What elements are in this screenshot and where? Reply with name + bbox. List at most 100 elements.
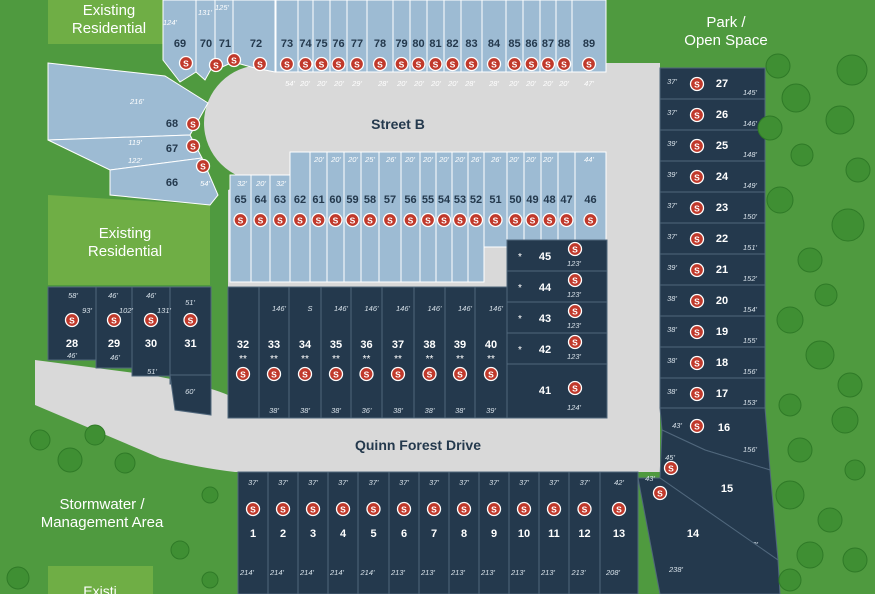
lot-dimension: 37': [308, 478, 318, 487]
s-badge-icon: [567, 380, 583, 396]
lot-dimension: 20': [299, 79, 310, 88]
s-badge-icon: [298, 56, 313, 72]
s-badge-letter: S: [340, 505, 346, 515]
s-badge-letter: S: [190, 120, 196, 130]
lot-dimension: 20': [422, 155, 433, 164]
s-badge-icon: [663, 460, 679, 476]
lot-dimension: 46': [110, 353, 120, 362]
s-badge-letter: S: [277, 216, 283, 226]
lot-dimension: 37': [667, 232, 677, 241]
s-badge-icon: [689, 76, 705, 92]
s-badge-icon: [559, 212, 574, 228]
lot-2: [267, 471, 299, 594]
tree-icon: [837, 372, 863, 398]
s-badge-letter: S: [190, 142, 196, 152]
lot-number: 8: [461, 528, 467, 540]
lot-number: 61: [312, 194, 324, 206]
s-badge-icon: [349, 56, 365, 72]
s-badge-icon: [689, 231, 705, 247]
lot-number: 77: [351, 38, 363, 50]
s-badge-icon: [252, 56, 268, 72]
lot-dimension: 26': [470, 155, 481, 164]
s-badge-icon: [195, 158, 211, 174]
lot-dimension: 45': [665, 453, 675, 462]
s-badge-icon: [689, 355, 705, 371]
s-badge-icon: [583, 212, 598, 228]
lot-31: [169, 286, 212, 385]
existing-residential-parcel-top: [48, 0, 163, 44]
s-badge-icon: [689, 107, 705, 123]
lot-27: [659, 67, 766, 100]
s-badge-icon: [556, 56, 572, 72]
lot-dimension: 20': [525, 155, 536, 164]
s-badge-letter: S: [302, 370, 308, 380]
lot-30: [131, 286, 171, 377]
lot-marker: **: [363, 354, 371, 365]
lot-dimension: 25': [364, 155, 375, 164]
s-badge-icon: [567, 241, 583, 257]
lot-number: 69: [174, 38, 186, 50]
lots-layer: 69707172SSSS124'131'125'116'73S74S75S76S…: [47, 0, 781, 594]
lot-37: [381, 286, 415, 419]
lot-23: [659, 191, 766, 224]
s-badge-icon: [436, 212, 452, 228]
lot-dimension: 155': [743, 336, 758, 345]
lot-number: 33: [268, 339, 280, 351]
s-badge-letter: S: [367, 216, 373, 226]
lot-number: 15: [721, 483, 733, 495]
s-badge-letter: S: [250, 505, 256, 515]
s-badge-letter: S: [694, 111, 700, 121]
s-badge-letter: S: [433, 60, 439, 70]
lot-number: 84: [488, 38, 501, 50]
lot-number: 50: [509, 194, 521, 206]
lot-dimension: 51': [185, 298, 195, 307]
s-badge-icon: [183, 312, 198, 328]
lot-dimension: 123': [567, 352, 582, 361]
s-badge-icon: [452, 212, 468, 228]
lot-number: 22: [716, 233, 728, 245]
s-badge-icon: [652, 485, 668, 501]
lot-dimension: 28': [464, 79, 475, 88]
lot-dimension: 153': [743, 398, 758, 407]
lot-marker: **: [239, 354, 247, 365]
lot-marker: **: [426, 354, 434, 365]
lot-dimension: 151': [743, 243, 758, 252]
lot-number: 2: [280, 528, 286, 540]
s-badge-letter: S: [148, 316, 154, 326]
s-badge-icon: [178, 55, 194, 71]
s-badge-icon: [208, 57, 224, 73]
s-badge-icon: [331, 56, 346, 72]
lot-dimension: 38': [667, 387, 677, 396]
s-badge-icon: [403, 212, 418, 228]
s-badge-letter: S: [657, 489, 663, 499]
lot-number: 16: [718, 422, 730, 434]
lot-15: [659, 429, 779, 562]
lot-dimension: 214': [360, 568, 376, 577]
lot-dimension: 149': [743, 181, 758, 190]
s-badge-icon: [275, 501, 291, 517]
lot-22: [659, 222, 766, 255]
lot-marker: *: [518, 314, 522, 325]
s-badge-letter: S: [284, 60, 290, 70]
lot-dimension: 213': [420, 568, 436, 577]
s-badge-icon: [359, 366, 374, 382]
lot-dimension: 122': [128, 156, 143, 165]
s-badge-letter: S: [183, 59, 189, 69]
s-badge-letter: S: [551, 505, 557, 515]
s-badge-icon: [689, 324, 705, 340]
tree-icon: [842, 547, 868, 573]
lot-dimension: 38': [300, 406, 310, 415]
s-badge-letter: S: [572, 307, 578, 317]
existing-residential-parcel-mid: [48, 195, 210, 285]
tree-icon: [114, 452, 136, 474]
s-badge-icon: [488, 212, 503, 228]
lot-dimension: 28': [488, 79, 499, 88]
s-badge-letter: S: [336, 60, 342, 70]
lot-dimension: 46': [108, 291, 118, 300]
s-badge-letter: S: [561, 60, 567, 70]
lot-dimension: S: [307, 304, 312, 313]
s-badge-letter: S: [408, 216, 414, 226]
lot-marker: **: [487, 354, 495, 365]
lot-number: 74: [299, 38, 312, 50]
